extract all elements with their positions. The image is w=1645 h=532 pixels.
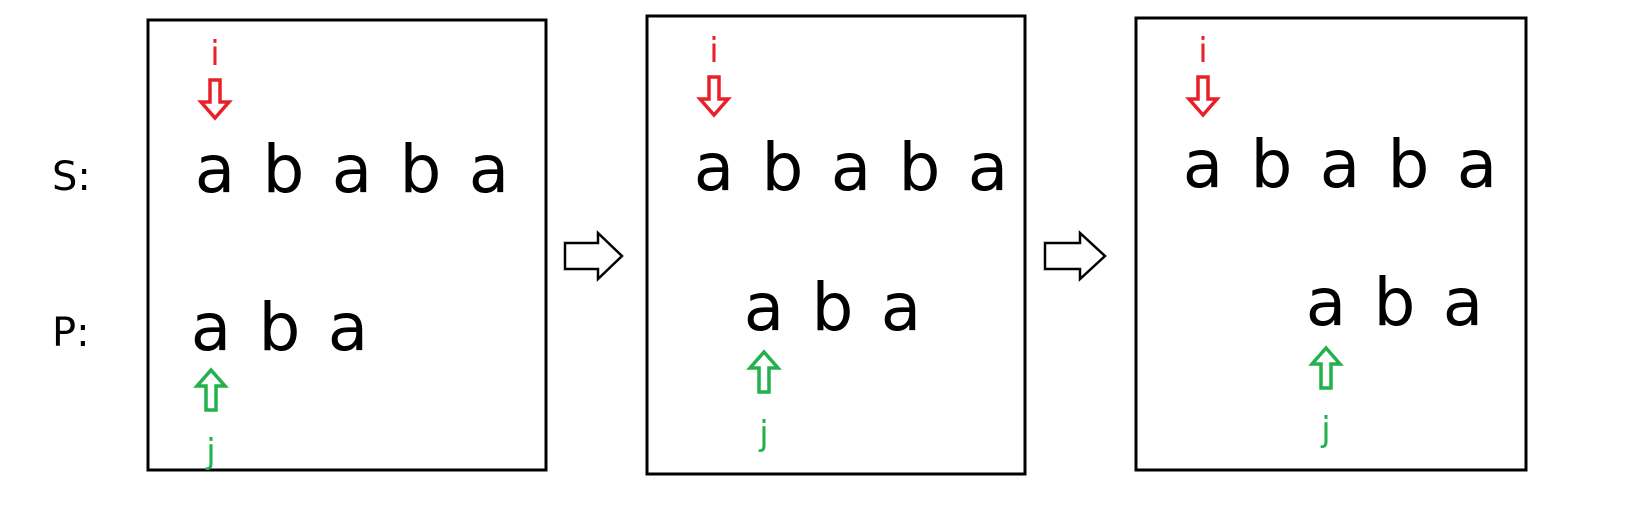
- p-letter: a: [1443, 264, 1483, 341]
- p-letter: a: [191, 289, 231, 366]
- s-row-label: S:: [52, 154, 91, 200]
- s-letter: a: [694, 129, 734, 206]
- p-letter: a: [881, 269, 921, 346]
- s-letter: b: [400, 131, 442, 208]
- p-letter: a: [1306, 264, 1346, 341]
- s-letter: a: [831, 129, 871, 206]
- s-letter: a: [1183, 126, 1223, 203]
- s-letter: a: [1320, 126, 1360, 203]
- p-letter: b: [259, 289, 301, 366]
- i-pointer-arrow-icon: [1185, 75, 1221, 118]
- i-pointer-label: i: [1198, 31, 1207, 71]
- j-pointer-label: j: [205, 432, 215, 472]
- p-letter: b: [1374, 264, 1416, 341]
- panel-frame: [645, 14, 1027, 476]
- j-pointer-label: j: [1320, 410, 1330, 450]
- flow-arrow-1-icon: [563, 230, 624, 282]
- p-letter: a: [328, 289, 368, 366]
- p-letter: b: [812, 269, 854, 346]
- s-letter: a: [332, 131, 372, 208]
- i-pointer-label: i: [210, 34, 219, 74]
- s-letter: a: [968, 129, 1008, 206]
- i-pointer-label: i: [709, 31, 718, 71]
- panel-frame: [1134, 16, 1528, 472]
- j-pointer-label: j: [758, 414, 768, 454]
- s-letter: b: [1251, 126, 1293, 203]
- j-pointer-arrow-icon: [193, 367, 229, 412]
- i-pointer-arrow-icon: [696, 75, 732, 118]
- j-pointer-arrow-icon: [746, 349, 782, 394]
- s-letter: b: [762, 129, 804, 206]
- s-letter: a: [195, 131, 235, 208]
- s-letter: a: [469, 131, 509, 208]
- s-letter: b: [1388, 126, 1430, 203]
- j-pointer-arrow-icon: [1308, 345, 1344, 390]
- i-pointer-arrow-icon: [197, 78, 233, 121]
- s-letter: b: [263, 131, 305, 208]
- s-letter: b: [899, 129, 941, 206]
- p-letter: a: [744, 269, 784, 346]
- s-letter: a: [1457, 126, 1497, 203]
- p-row-label: P:: [52, 310, 90, 356]
- flow-arrow-2-icon: [1043, 230, 1107, 282]
